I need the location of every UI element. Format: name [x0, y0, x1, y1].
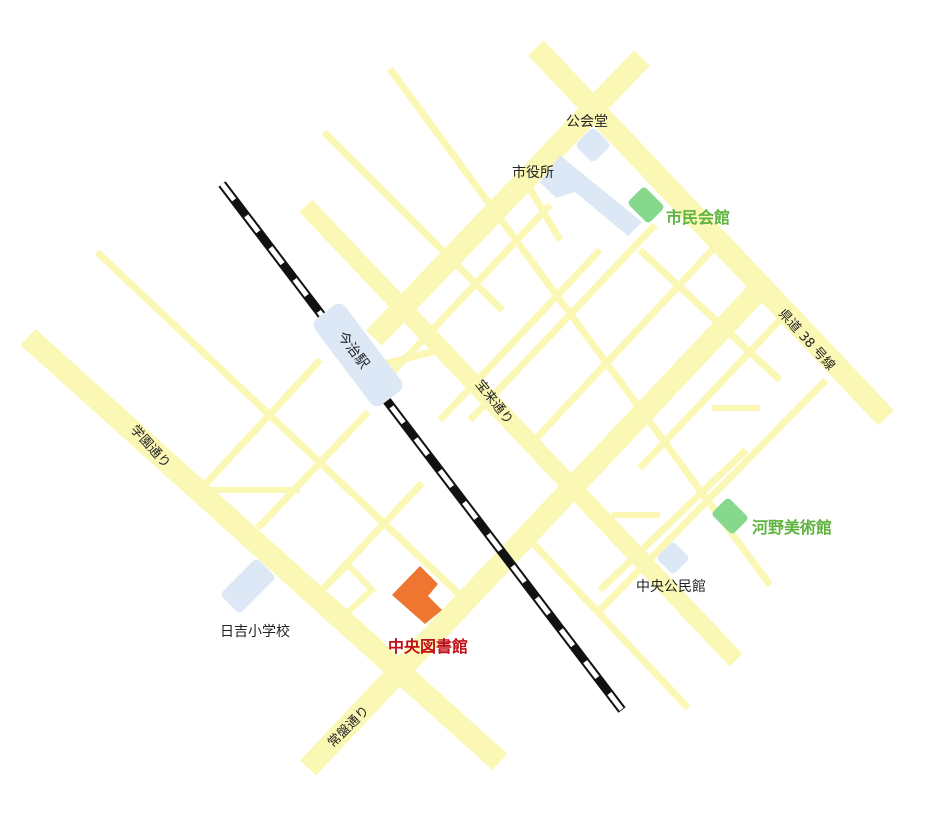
road-secondary [527, 247, 715, 448]
building-kono-museum [712, 498, 748, 534]
road-tokiwa-dori-north [366, 50, 650, 346]
road-secondary [597, 377, 829, 613]
road-secondary [382, 202, 553, 383]
label-hiyoshi-school: 日吉小学校 [220, 623, 290, 640]
road-secondary [637, 317, 783, 471]
road-secondary [637, 247, 783, 383]
road-secondary [321, 129, 505, 313]
road-gakuen-dori [20, 328, 508, 771]
label-kokaido: 公会堂 [566, 114, 608, 130]
road-tokiwa-dori [299, 284, 766, 776]
label-shiyakusho: 市役所 [512, 164, 554, 181]
building-shiyakusho [540, 155, 642, 236]
railway-line [218, 181, 626, 713]
station-building [313, 303, 403, 407]
buildings [221, 128, 748, 624]
road-secondary [527, 537, 691, 711]
label-kendo-38: 県道 38 号線 [775, 306, 838, 374]
road-secondary [467, 222, 658, 423]
road-secondary [437, 247, 603, 423]
road-secondary [197, 357, 323, 493]
road-horai-dori [299, 199, 743, 667]
building-central-library [392, 566, 442, 624]
road-secondary [516, 170, 564, 242]
building-shimin-kaikan [628, 187, 664, 223]
building-kokaido [576, 128, 610, 162]
label-shimin-kaikan: 市民会館 [666, 208, 730, 227]
building-chuo-kominkan [657, 542, 689, 574]
label-chuo-kominkan: 中央公民館 [636, 578, 706, 595]
road-secondary [319, 560, 377, 615]
road-network [20, 40, 894, 776]
building-hiyoshi-school [221, 559, 275, 613]
label-central-library: 中央図書館 [388, 637, 468, 656]
road-secondary [94, 249, 463, 598]
road-secondary [597, 447, 749, 593]
label-kono-museum: 河野美術館 [752, 518, 832, 537]
label-horai-dori: 宝来通り [472, 377, 516, 427]
road-secondary [255, 409, 371, 531]
